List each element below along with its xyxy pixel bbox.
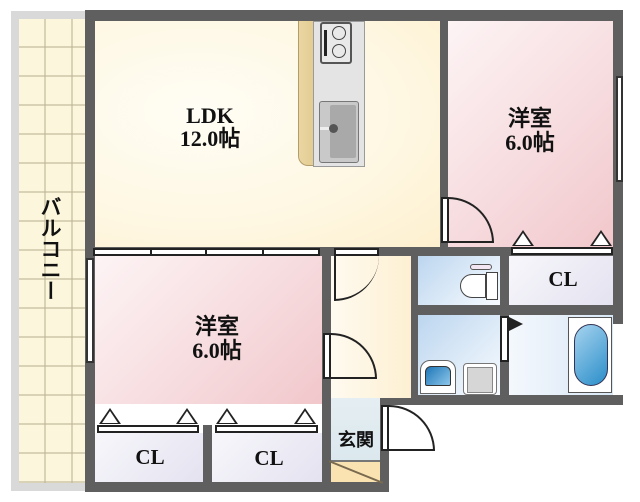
- wall-toilet-bottom: [411, 305, 613, 315]
- closet-sliding-door[interactable]: [511, 247, 613, 255]
- closet-bottom-1-label: CL: [135, 445, 165, 469]
- wall-closet-divider: [203, 425, 212, 483]
- closet-door-marker: [512, 230, 534, 246]
- room-ldk: [95, 21, 440, 247]
- closet-bottom-2: [212, 433, 322, 482]
- wall-toilet-closet: [500, 256, 509, 315]
- room-bedroom-bottom-left: [95, 256, 322, 404]
- balcony: [11, 11, 87, 491]
- bedroom-top-right-label: 洋室 6.0帖: [490, 108, 570, 154]
- closet-right-label: CL: [548, 267, 578, 291]
- shoe-step: [328, 460, 384, 484]
- closet-sliding-door[interactable]: [97, 425, 199, 433]
- ldk-name: LDK: [186, 103, 234, 128]
- washing-machine-icon: [463, 363, 497, 395]
- door-marker-bathroom: [509, 317, 523, 331]
- closet-bottom-2-label: CL: [254, 446, 284, 470]
- bedroom-bottom-left-size: 6.0帖: [192, 338, 242, 364]
- toilet-icon: [460, 264, 500, 302]
- door-bathroom[interactable]: [500, 316, 509, 362]
- closet-door-marker: [99, 408, 121, 424]
- door-ldk-hall[interactable]: [334, 248, 379, 256]
- washbasin-icon: [420, 360, 456, 394]
- entrance-label: 玄関: [338, 430, 374, 451]
- closet-door-marker: [294, 408, 316, 424]
- bedroom-top-right-size: 6.0帖: [505, 130, 555, 156]
- wall-wet-left: [411, 256, 418, 395]
- outer-wall-top: [85, 10, 623, 21]
- outer-wall-left: [85, 10, 95, 492]
- window-left: [86, 258, 94, 363]
- sliding-door-divider: [150, 248, 152, 256]
- entrance: [331, 398, 380, 460]
- bedroom-bottom-left-name: 洋室: [194, 315, 239, 340]
- bedroom-bottom-left-label: 洋室 6.0帖: [177, 316, 257, 362]
- balcony-label: バルコニー: [38, 196, 62, 301]
- ldk-label: LDK 12.0帖: [160, 104, 260, 150]
- balcony-deck: [19, 19, 85, 483]
- ldk-size: 12.0帖: [179, 126, 241, 152]
- closet-sliding-door[interactable]: [215, 425, 318, 433]
- stove-icon: [320, 22, 352, 64]
- wall-ldk-bedroom: [440, 21, 448, 255]
- window-right: [616, 76, 623, 182]
- closet-door-marker: [590, 230, 612, 246]
- kitchen-sink-icon: [319, 101, 359, 163]
- door-swing-front: [389, 405, 435, 451]
- closet-door-marker: [216, 408, 238, 424]
- sliding-door-divider: [205, 248, 207, 256]
- sliding-door-divider: [262, 248, 264, 256]
- front-door[interactable]: [381, 405, 389, 451]
- outer-wall-bottom-right: [380, 395, 623, 405]
- bathtub-icon: [574, 324, 608, 386]
- closet-right: [509, 256, 613, 305]
- closet-bottom-1: [95, 433, 203, 482]
- closet-door-marker: [176, 408, 198, 424]
- outer-wall-bottom-left: [85, 482, 389, 492]
- door-bedroom-bottom-left[interactable]: [323, 333, 331, 379]
- bedroom-top-right-name: 洋室: [507, 107, 552, 132]
